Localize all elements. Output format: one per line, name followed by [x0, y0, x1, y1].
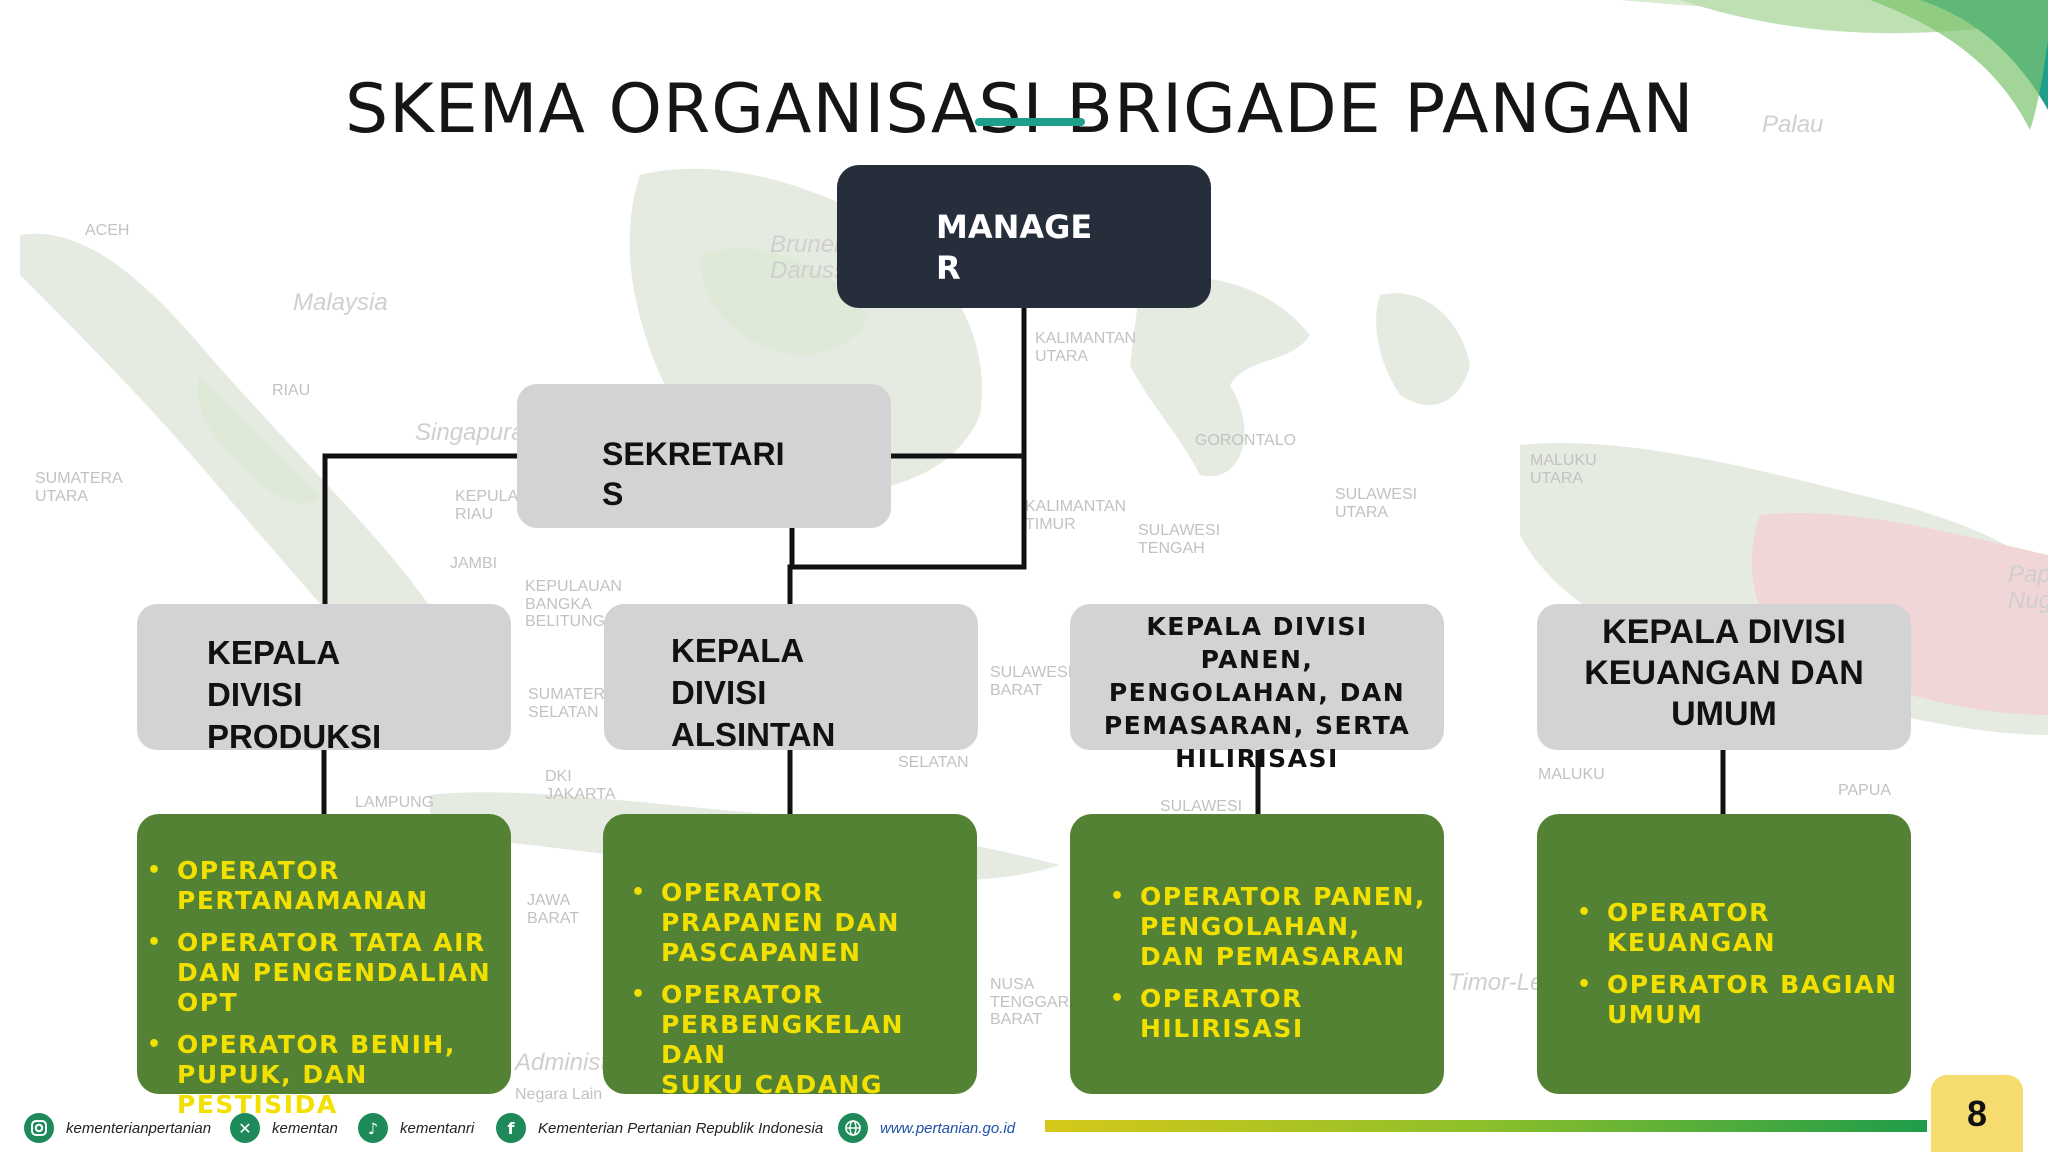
- map-label-gorontalo: GORONTALO: [1195, 432, 1297, 449]
- map-label-jawa-barat: JAWA BARAT: [527, 892, 580, 927]
- operators-alsintan: OPERATOR PRAPANEN DAN PASCAPANEN OPERATO…: [603, 814, 977, 1099]
- map-label-selatan: SELATAN: [898, 754, 969, 771]
- map-label-sulawesi-barat: SULAWESI BARAT: [990, 664, 1073, 699]
- footer-facebook[interactable]: f Kementerian Pertanian Republik Indones…: [496, 1108, 823, 1148]
- sekretaris-box: SEKRETARIS: [517, 384, 891, 528]
- footer-web-url: www.pertanian.go.id: [880, 1119, 1016, 1137]
- list-item: OPERATOR HILIRISASI: [1100, 984, 1444, 1044]
- map-label-papua-nugini: Papua Nugini: [2008, 561, 2048, 615]
- title-accent-bar: [975, 118, 1085, 126]
- head-divisi-produksi: KEPALA DIVISI PRODUKSI: [137, 604, 511, 755]
- footer-instagram[interactable]: kementerianpertanian: [24, 1108, 211, 1148]
- map-label-ntt: NUSA TENGGARA BARAT: [990, 976, 1080, 1029]
- manager-box: MANAGER: [837, 165, 1211, 308]
- map-label-sumatera-selatan: SUMATERA SELATAN: [528, 686, 616, 721]
- map-label-sumatera-utara: SUMATERA UTARA: [35, 470, 123, 505]
- operator-list-keuangan: OPERATOR KEUANGAN OPERATOR BAGIAN UMUM: [1567, 898, 1911, 1042]
- page-number-badge: 8: [1931, 1075, 2023, 1152]
- list-item: OPERATOR BAGIAN UMUM: [1567, 970, 1911, 1030]
- map-label-malaysia: Malaysia: [293, 289, 388, 316]
- head-divisi-panen: KEPALA DIVISI PANEN, PENGOLAHAN, DAN PEM…: [1070, 604, 1444, 773]
- map-label-kalimantan-timur: KALIMANTAN TIMUR: [1025, 498, 1127, 533]
- facebook-icon: f: [496, 1113, 526, 1143]
- list-item: OPERATOR PANEN, PENGOLAHAN, DAN PEMASARA…: [1100, 882, 1444, 972]
- corner-swoosh-decoration: [1620, 0, 2048, 130]
- list-item: OPERATOR KEUANGAN: [1567, 898, 1911, 958]
- footer-x[interactable]: ✕ kementan: [230, 1108, 338, 1148]
- operators-keuangan: OPERATOR KEUANGAN OPERATOR BAGIAN UMUM: [1537, 814, 1911, 1094]
- map-label-sulawesi-utara: SULAWESI UTARA: [1335, 486, 1418, 521]
- map-label-dki: DKI JAKARTA: [545, 768, 616, 803]
- head-divisi-alsintan: KEPALA DIVISI ALSINTAN: [604, 604, 978, 753]
- map-label-sulawesi-tengah: SULAWESI TENGAH: [1138, 522, 1221, 557]
- map-label-palau: Palau: [1762, 111, 1824, 138]
- manager-label: MANAGER: [936, 208, 1093, 287]
- map-label-singapura: Singapura: [415, 419, 525, 446]
- list-item: OPERATOR PERTANAMANAN: [137, 856, 511, 916]
- operators-produksi: OPERATOR PERTANAMANAN OPERATOR TATA AIR …: [137, 814, 511, 1119]
- head-divisi-keuangan: KEPALA DIVISI KEUANGAN DAN UMUM: [1537, 604, 1911, 750]
- sekretaris-label: SEKRETARIS: [602, 436, 785, 512]
- x-twitter-icon: ✕: [230, 1113, 260, 1143]
- head-divisi-alsintan-label: KEPALA DIVISI ALSINTAN: [671, 632, 836, 753]
- list-item: OPERATOR PERBENGKELAN DAN SUKU CADANG: [621, 980, 971, 1100]
- operators-panen: OPERATOR PANEN, PENGOLAHAN, DAN PEMASARA…: [1070, 814, 1444, 1094]
- footer-gradient-bar: [1045, 1120, 1927, 1132]
- map-label-maluku-utara: MALUKU UTARA: [1530, 452, 1597, 487]
- footer-tiktok-handle: kementanri: [400, 1119, 475, 1137]
- map-label-riau: RIAU: [272, 382, 311, 399]
- operator-list-alsintan: OPERATOR PRAPANEN DAN PASCAPANEN OPERATO…: [621, 878, 971, 1112]
- map-label-bangka: KEPULAUAN BANGKA BELITUNG: [525, 578, 622, 631]
- list-item: OPERATOR BENIH, PUPUK, DAN PESTISIDA: [137, 1030, 511, 1120]
- list-item: OPERATOR TATA AIR DAN PENGENDALIAN OPT: [137, 928, 511, 1018]
- operator-list-produksi: OPERATOR PERTANAMANAN OPERATOR TATA AIR …: [137, 856, 511, 1132]
- map-label-sulawesi: SULAWESI: [1160, 798, 1243, 815]
- tiktok-icon: ♪: [358, 1113, 388, 1143]
- operator-list-panen: OPERATOR PANEN, PENGOLAHAN, DAN PEMASARA…: [1100, 882, 1444, 1056]
- map-label-jambi: JAMBI: [450, 555, 498, 572]
- head-divisi-panen-label: KEPALA DIVISI PANEN, PENGOLAHAN, DAN PEM…: [1103, 612, 1411, 773]
- footer-tiktok[interactable]: ♪ kementanri: [358, 1108, 474, 1148]
- map-label-aceh: ACEH: [85, 222, 130, 239]
- head-divisi-keuangan-label: KEPALA DIVISI KEUANGAN DAN UMUM: [1584, 613, 1864, 733]
- slide-title: SKEMA ORGANISASI BRIGADE PANGAN: [345, 70, 1695, 149]
- map-label-kalimantan-utara: KALIMANTAN UTARA: [1035, 330, 1137, 365]
- footer-web[interactable]: www.pertanian.go.id: [838, 1108, 1015, 1148]
- map-label-maluku: MALUKU: [1538, 766, 1605, 783]
- map-label-lampung: LAMPUNG: [355, 794, 435, 811]
- footer-social-bar: kementerianpertanian ✕ kementan ♪ kement…: [0, 1108, 1060, 1148]
- instagram-icon: [24, 1113, 54, 1143]
- footer-x-handle: kementan: [272, 1119, 338, 1137]
- list-item: OPERATOR PRAPANEN DAN PASCAPANEN: [621, 878, 971, 968]
- footer-instagram-handle: kementerianpertanian: [66, 1119, 212, 1137]
- map-label-papua: PAPUA: [1838, 782, 1892, 799]
- map-label-negara-lain: Negara Lain: [515, 1086, 603, 1103]
- head-divisi-produksi-label: KEPALA DIVISI PRODUKSI: [207, 634, 382, 755]
- globe-icon: [838, 1113, 868, 1143]
- footer-facebook-name: Kementerian Pertanian Republik Indonesia: [538, 1119, 824, 1137]
